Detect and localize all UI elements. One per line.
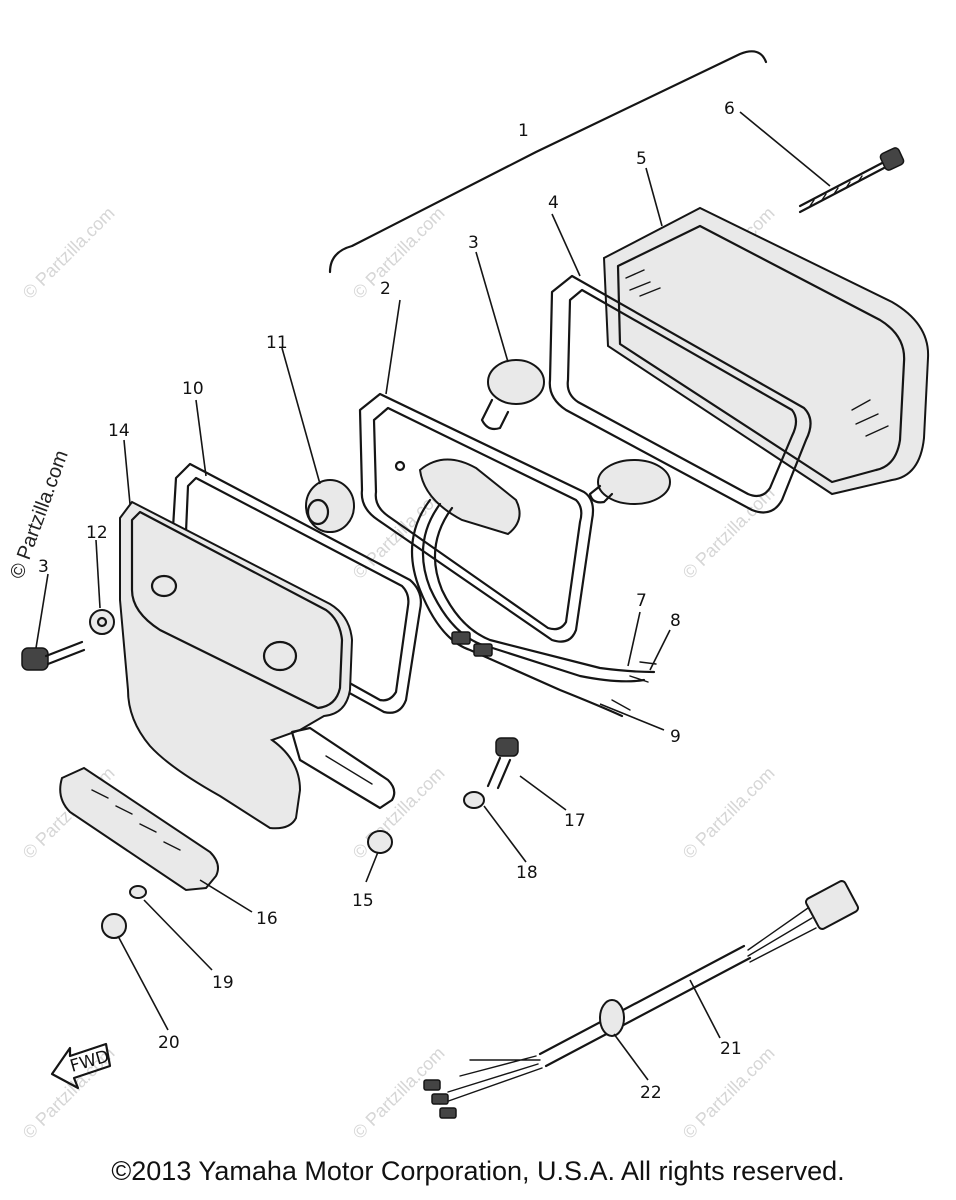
callout-11: 11 [266, 333, 288, 353]
part-16-lamp [59, 766, 219, 892]
callout-8: 8 [670, 611, 681, 631]
callout-2: 2 [380, 279, 391, 299]
part-11-grommet [305, 479, 355, 533]
callout-10: 10 [182, 379, 204, 399]
part-2-base-plate [358, 392, 595, 643]
part-5-lens [602, 206, 930, 496]
watermark: © Partzilla.com [19, 203, 119, 303]
watermark: © Partzilla.com [349, 1043, 449, 1143]
part-18-nut [463, 791, 485, 809]
callout-19: 19 [212, 973, 234, 993]
watermark: © Partzilla.com [349, 203, 449, 303]
callout-7: 7 [636, 591, 647, 611]
callout-14: 14 [108, 421, 130, 441]
callout-9: 9 [670, 727, 681, 747]
callout-17: 17 [564, 811, 586, 831]
part-17-bolt [486, 737, 519, 790]
callout-21: 21 [720, 1039, 742, 1059]
part-9-wiring [410, 498, 657, 718]
callout-4: 4 [548, 193, 559, 213]
part-12-washer [89, 609, 115, 635]
part-14-body [119, 500, 354, 830]
part-3-bulb-upper [480, 359, 545, 431]
part-21-cable [538, 880, 859, 1068]
part-22-grommet [423, 999, 625, 1119]
callout-15: 15 [352, 891, 374, 911]
callout-numbers: 1 2 3 3 4 5 6 7 8 9 10 11 12 14 15 16 17… [38, 99, 742, 1103]
part-13-bolt [21, 640, 86, 671]
callout-3: 3 [468, 233, 479, 253]
part-20-nut [101, 913, 127, 939]
assembly-bracket [328, 50, 768, 274]
leader-lines [35, 111, 831, 1081]
license-bracket [290, 726, 396, 810]
callout-20: 20 [158, 1033, 180, 1053]
part-6-screw [798, 147, 905, 214]
copyright-notice: ©2013 Yamaha Motor Corporation, U.S.A. A… [111, 1156, 845, 1186]
part-15-nut [367, 830, 393, 854]
callout-3-left: 3 [38, 557, 49, 577]
callout-18: 18 [516, 863, 538, 883]
watermark: © Partzilla.com [349, 763, 449, 863]
callout-5: 5 [636, 149, 647, 169]
callout-1: 1 [518, 121, 529, 141]
watermark: © Partzilla.com [679, 763, 779, 863]
callout-22: 22 [640, 1083, 662, 1103]
part-3-bulb-lower [588, 459, 671, 505]
callout-6: 6 [724, 99, 735, 119]
callout-16: 16 [256, 909, 278, 929]
part-19-washer [129, 885, 147, 899]
callout-12: 12 [86, 523, 108, 543]
part-4-gasket [548, 274, 812, 514]
